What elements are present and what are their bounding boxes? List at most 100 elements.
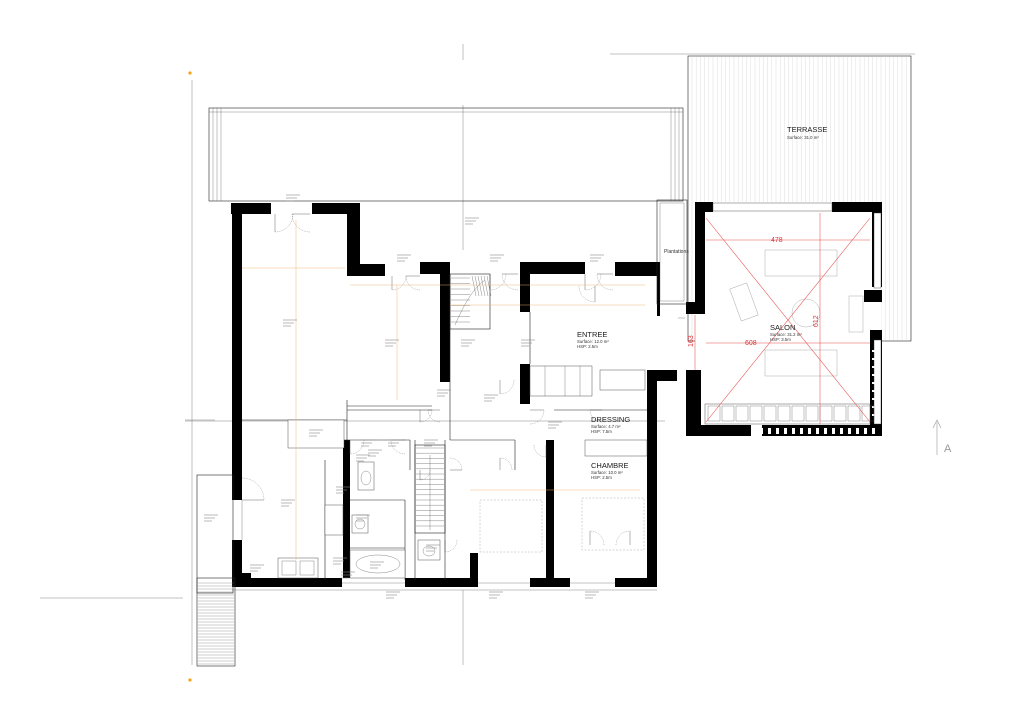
door-swing xyxy=(390,439,406,455)
room-salon-name: SALON xyxy=(770,323,795,332)
annotation-note xyxy=(250,564,264,572)
window-mullion xyxy=(784,428,787,434)
annotation-note xyxy=(356,514,370,522)
room-labels: TERRASSE Surface: 31.0 m² SALON Surface:… xyxy=(577,125,827,480)
exterior-stairs xyxy=(196,474,236,667)
axis-lines xyxy=(40,44,915,665)
window-mullion xyxy=(808,428,811,434)
annotation-note xyxy=(521,339,535,347)
annotation-note xyxy=(461,339,475,347)
door-swing xyxy=(499,379,515,395)
annotation-note xyxy=(204,514,218,522)
annotation-note xyxy=(281,499,295,507)
window-mullion xyxy=(872,398,880,400)
window-mullion xyxy=(848,428,851,434)
window-mullion xyxy=(768,428,771,434)
room-dressing-name: DRESSING xyxy=(591,415,630,424)
annotation-note xyxy=(426,544,440,552)
salon-window xyxy=(873,212,882,289)
stair-step xyxy=(474,275,480,297)
plantations-planter: Plantations xyxy=(656,199,689,305)
room-chambre-area: Surface: 10.0 m² xyxy=(591,470,623,475)
room-terrasse-area: Surface: 31.0 m² xyxy=(787,135,819,140)
plantations-label: Plantations xyxy=(664,249,689,255)
seat-cushion xyxy=(707,405,721,422)
room-entree-name: ENTREE xyxy=(577,330,607,339)
seat-cushion xyxy=(847,405,861,422)
window-mullion xyxy=(872,414,880,416)
room-salon-height: HSP: 3.5m xyxy=(770,337,791,342)
window-mullion xyxy=(776,428,779,434)
bottom-facade xyxy=(232,317,685,591)
room-dressing-height: HSP: 7.5m xyxy=(591,429,612,434)
annotation-note xyxy=(336,486,350,494)
seat-cushion xyxy=(805,405,819,422)
seat-cushion xyxy=(861,405,875,422)
annotation-note xyxy=(465,217,479,225)
window-mullion xyxy=(832,428,835,434)
door-swing xyxy=(419,469,431,481)
seat-cushion xyxy=(721,405,735,422)
window-mullion xyxy=(856,428,859,434)
door-swing xyxy=(589,530,605,546)
staircase-top xyxy=(449,273,492,330)
window-mullion xyxy=(872,374,880,376)
annotation-note xyxy=(370,561,384,569)
window-mullion xyxy=(864,428,867,434)
door-swing xyxy=(391,275,407,291)
seat-cushion xyxy=(763,405,777,422)
seat-cushion xyxy=(777,405,791,422)
window-mullion xyxy=(872,382,880,384)
annotation-note xyxy=(341,571,355,579)
room-entree-height: HSP: 2.5m xyxy=(577,344,598,349)
door-swing xyxy=(427,409,441,423)
window-mullion xyxy=(760,428,763,434)
dimension-612: 612 xyxy=(813,315,820,327)
room-dressing-area: Surface: 4.7 m² xyxy=(591,424,621,429)
door-swing xyxy=(529,409,545,425)
window-mullion xyxy=(816,428,819,434)
annotation-note xyxy=(283,319,297,327)
north-arrow: A xyxy=(932,419,952,455)
room-terrasse-name: TERRASSE xyxy=(787,125,827,134)
door-swing xyxy=(489,273,507,291)
window-mullion xyxy=(792,428,795,434)
annotation-note xyxy=(386,591,400,599)
door-swing xyxy=(444,539,458,553)
salon-walls xyxy=(686,202,882,436)
door-swing xyxy=(499,457,513,471)
stair-step xyxy=(486,275,492,297)
guide-lines xyxy=(242,220,645,560)
annotation-note xyxy=(489,591,503,599)
annotation-note xyxy=(424,439,438,447)
exterior-walls xyxy=(231,203,677,587)
window-mullion xyxy=(752,428,755,434)
window-mullion xyxy=(872,406,880,408)
door-swing xyxy=(449,457,463,471)
annotation-note xyxy=(333,557,347,565)
seat-cushion xyxy=(735,405,749,422)
dimension-lines: 478 608 612 163 xyxy=(688,213,871,424)
annotation-note xyxy=(368,449,382,457)
seat-cushion xyxy=(749,405,763,422)
window-mullion xyxy=(872,366,880,368)
stair-step xyxy=(480,275,486,297)
dimension-163: 163 xyxy=(688,335,695,347)
annotation-note xyxy=(309,429,323,437)
annotation-note xyxy=(388,439,402,447)
window-mullion xyxy=(800,428,803,434)
annotation-note xyxy=(548,421,562,429)
annotation-note xyxy=(356,454,370,462)
door-swing xyxy=(533,444,547,458)
door-swing xyxy=(501,273,519,291)
annotation-note xyxy=(286,194,300,202)
window-mullion xyxy=(872,428,875,434)
annotation-note xyxy=(361,439,375,447)
door-swing xyxy=(274,213,294,233)
dimension-608: 608 xyxy=(745,340,757,347)
door-swing xyxy=(589,409,603,423)
door-swing xyxy=(578,285,596,303)
door-swing xyxy=(419,409,433,423)
stair-step xyxy=(477,275,483,297)
corner-markers xyxy=(188,71,192,682)
